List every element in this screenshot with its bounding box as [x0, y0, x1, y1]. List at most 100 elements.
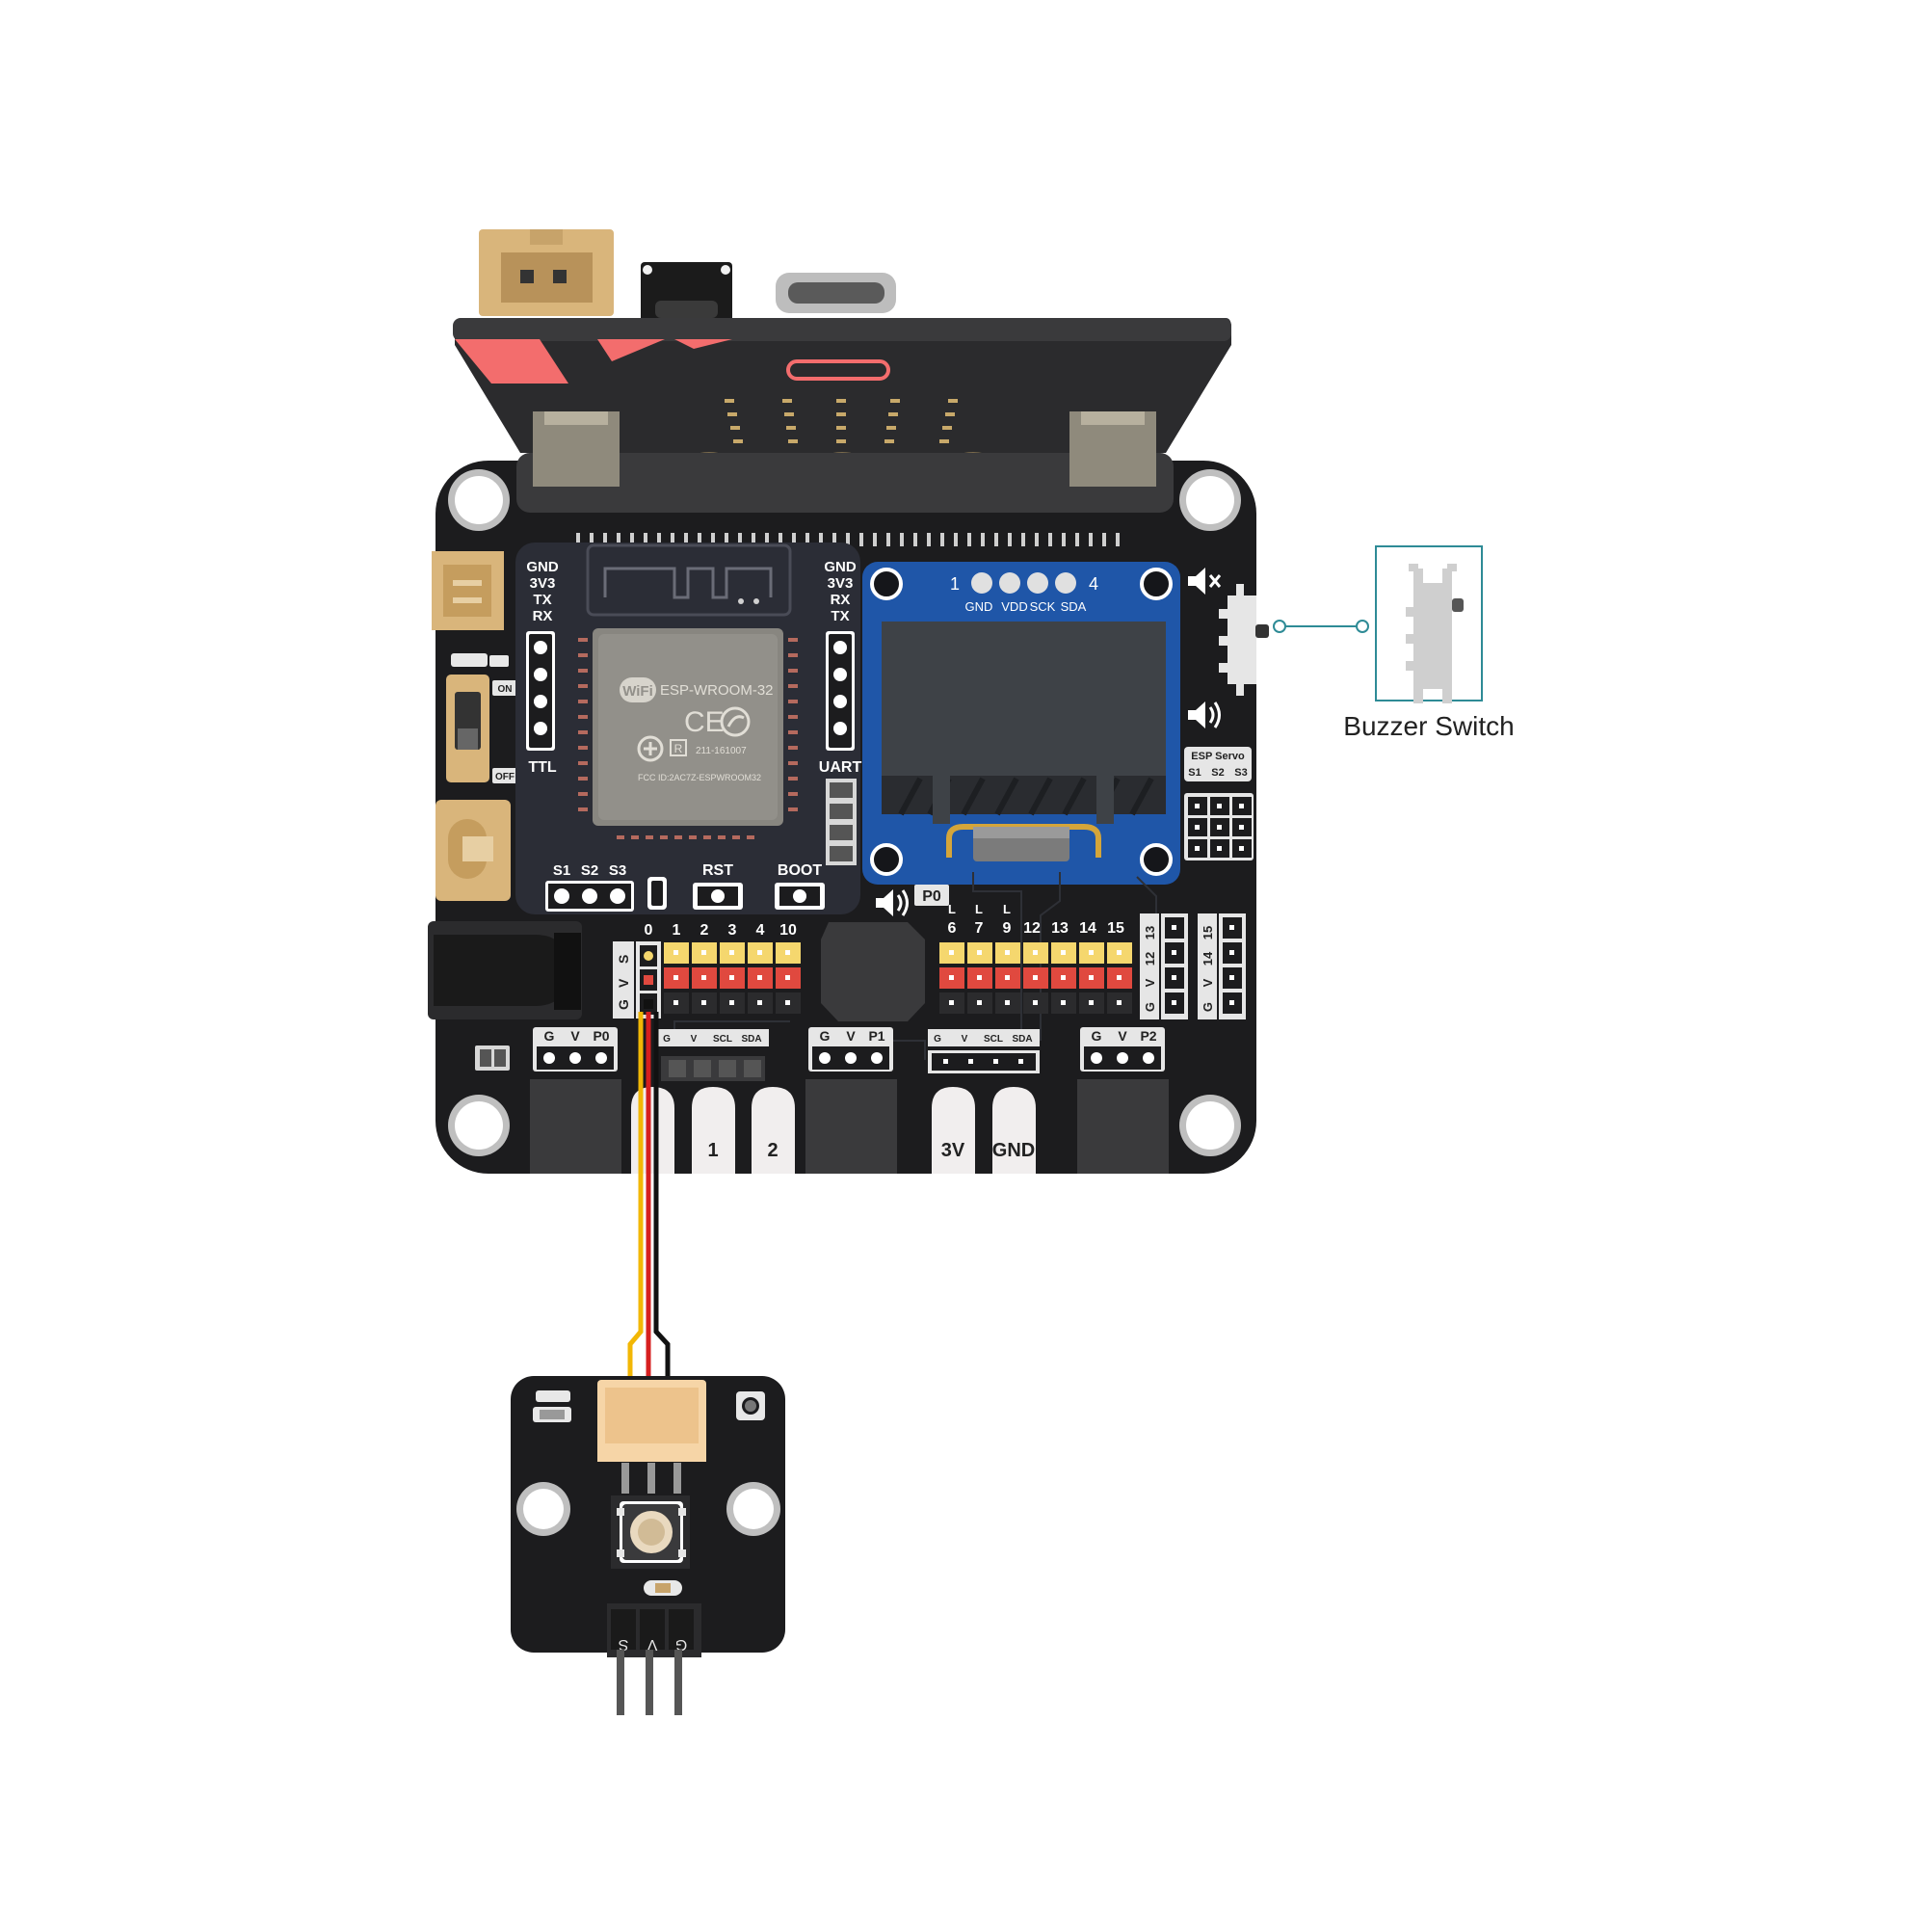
side-b-15: 15: [1201, 926, 1215, 940]
ce-mark: CE: [684, 706, 725, 738]
side-a-v: V: [1143, 978, 1157, 987]
wifi-cert-icon: [720, 706, 751, 737]
edge-pad-2: 2: [767, 1140, 778, 1161]
p0-g: G: [544, 1028, 555, 1044]
header-num-0: 0: [645, 922, 653, 939]
uart-label: UART: [819, 759, 862, 776]
buzzer-switch[interactable]: [1219, 584, 1269, 696]
i2c-b-g: G: [934, 1034, 941, 1045]
esp-servo-block: ESP Servo S1 S2 S3: [1184, 747, 1254, 860]
onboard-buzzer: [821, 922, 925, 1021]
p0-v: V: [570, 1028, 580, 1044]
ttl-pin-gnd: GND: [526, 559, 559, 575]
header-num-9: 9: [1003, 920, 1012, 937]
ttl-pin-tx: TX: [533, 592, 551, 608]
l-mark-3: L: [1003, 902, 1011, 916]
port-p2: G V P2: [1077, 1027, 1169, 1174]
port-p1: G V P1: [805, 1027, 897, 1174]
mounting-hole-br: [1179, 1095, 1241, 1156]
port-i2c-b: G V SCL SDA: [928, 1029, 1040, 1073]
side-a-12: 12: [1143, 952, 1157, 966]
oled-display: 1 4 GND VDD SCK SDA: [862, 562, 1180, 885]
gpio-header-left: G V S 0 1 2 3 4 10: [613, 922, 801, 1019]
edge-pad-1: 1: [707, 1140, 718, 1161]
uart-pin-3v3: 3V3: [828, 575, 854, 592]
header-num-12: 12: [1023, 920, 1041, 937]
ttl-label: TTL: [528, 759, 557, 776]
side-a-g: G: [1143, 1002, 1157, 1012]
i2c-a-v: V: [691, 1034, 698, 1045]
side-b-g: G: [1201, 1002, 1215, 1012]
buzzer-pin-label: P0: [922, 888, 941, 905]
l-mark-2: L: [975, 902, 983, 916]
btn-s3-label: S3: [609, 862, 626, 879]
esp-servo-s1: S1: [1188, 767, 1201, 779]
reset-button-top[interactable]: [641, 262, 732, 322]
callout-connector: [1273, 620, 1369, 633]
uart-pin-tx: TX: [831, 608, 849, 624]
mounting-hole-tl: [448, 469, 510, 531]
header-left-v: V: [616, 978, 631, 988]
mounting-hole-bl: [448, 1095, 510, 1156]
p1-p1: P1: [868, 1028, 884, 1044]
i2c-b-v: V: [962, 1034, 968, 1045]
header-num-1: 1: [673, 922, 681, 939]
ttl-pin-rx: RX: [533, 608, 553, 624]
i2c-a-g: G: [663, 1034, 671, 1045]
r-mark: R: [674, 742, 683, 755]
mute-icon: [1188, 568, 1222, 595]
ttl-pin-3v3: 3V3: [530, 575, 556, 592]
i2c-b-scl: SCL: [984, 1034, 1003, 1045]
sensor-resistor: [644, 1580, 682, 1596]
sensor-mount-hole-right: [726, 1482, 780, 1536]
btn-s1-label: S1: [553, 862, 570, 879]
speaker-icon: [1188, 701, 1221, 728]
audio-jack: [428, 921, 582, 1019]
oled-pin-vdd: VDD: [1001, 599, 1027, 614]
buzzer-switch-callout: [1375, 545, 1483, 703]
led-indicator: [647, 877, 667, 910]
telec-icon: [637, 735, 664, 762]
esp-servo-s2: S2: [1211, 767, 1224, 779]
fcc-id: FCC ID:2AC7Z-ESPWROOM32: [638, 773, 761, 782]
btn-s2-label: S2: [581, 862, 598, 879]
sensor-led-indicator: [533, 1390, 571, 1422]
uart-pin-gnd: GND: [824, 559, 857, 575]
mounting-hole-tr: [1179, 469, 1241, 531]
side-b-14: 14: [1201, 951, 1215, 966]
sensor-connector: [597, 1380, 706, 1494]
jst-connector-left-2: [436, 800, 511, 901]
sensor-pin-g: G: [675, 1636, 687, 1653]
header-num-10: 10: [779, 922, 797, 939]
edge-pad-3v: 3V: [941, 1140, 965, 1161]
header-left-s: S: [616, 955, 631, 964]
i2c-b-sda: SDA: [1012, 1034, 1032, 1045]
power-switch[interactable]: ON OFF: [446, 653, 517, 783]
p2-g: G: [1092, 1028, 1102, 1044]
usb-connector: [776, 273, 896, 313]
jst-connector-left: [432, 551, 504, 630]
oled-pin-first: 1: [950, 574, 960, 594]
servo-select-header[interactable]: [545, 881, 634, 912]
header-num-3: 3: [728, 922, 737, 939]
p1-v: V: [846, 1028, 856, 1044]
side-b-v: V: [1201, 978, 1215, 987]
chip-name: ESP-WROOM-32: [660, 682, 774, 699]
cert-code: 211-161007: [696, 746, 747, 756]
boot-button[interactable]: [775, 883, 825, 910]
esp32-module: WiFi ESP-WROOM-32 CE R 211-161007 FCC ID…: [515, 543, 861, 914]
p0-p0: P0: [593, 1028, 609, 1044]
esp-servo-title: ESP Servo: [1191, 751, 1245, 762]
edge-pad-gnd: GND: [992, 1140, 1035, 1161]
header-num-7: 7: [975, 920, 984, 937]
oled-pin-gnd: GND: [965, 599, 993, 614]
sensor-module: S V G: [511, 1376, 785, 1715]
switch-on-label: ON: [498, 684, 513, 695]
header-num-2: 2: [700, 922, 709, 939]
sensor-pin-v: V: [647, 1636, 657, 1653]
p1-g: G: [820, 1028, 831, 1044]
sensor-mount-hole-left: [516, 1482, 570, 1536]
rst-button[interactable]: [693, 883, 743, 910]
boot-label: BOOT: [778, 862, 822, 879]
oled-pin-sda: SDA: [1061, 599, 1087, 614]
